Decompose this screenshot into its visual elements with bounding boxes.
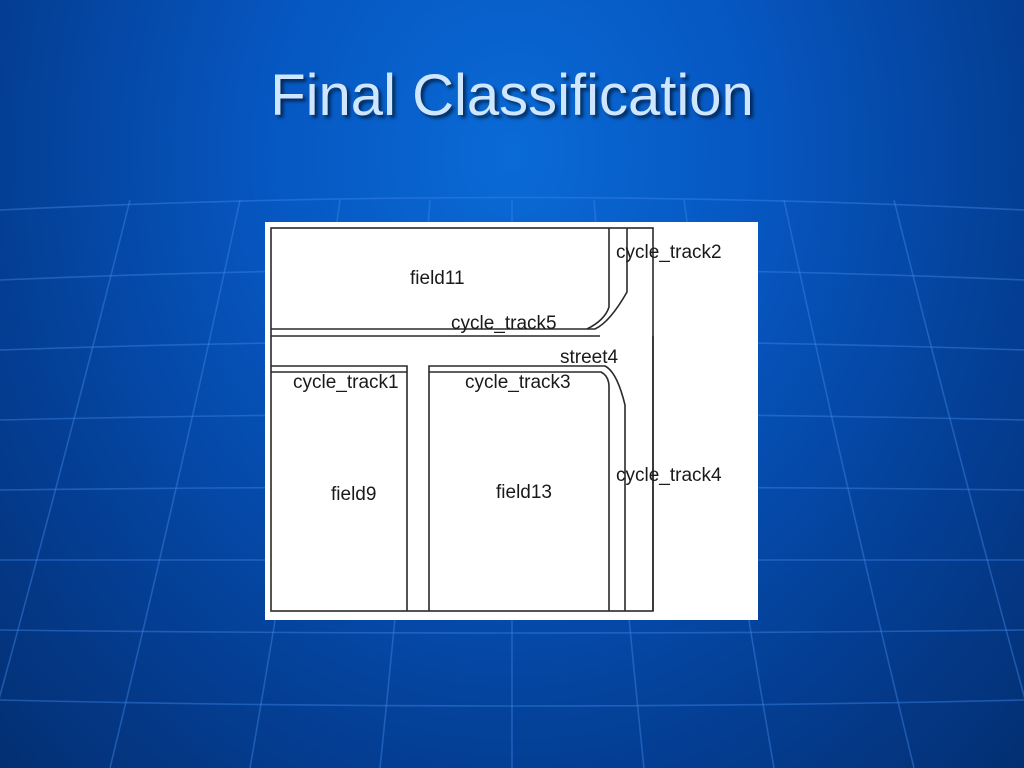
label-field13: field13 [496,482,552,503]
field13-boundary [428,365,626,611]
label-cycle-track4: cycle_track4 [616,465,722,486]
cycle-track5-edge-top [271,228,628,330]
label-field9: field9 [331,484,376,505]
field9-boundary [271,365,408,611]
slide-title: Final Classification [270,63,754,128]
label-cycle-track2: cycle_track2 [616,242,722,263]
label-cycle-track3: cycle_track3 [465,372,571,393]
label-cycle-track5: cycle_track5 [451,313,557,334]
classification-map: field11 cycle_track2 cycle_track5 street… [270,227,722,612]
label-cycle-track1: cycle_track1 [293,372,399,393]
label-street4: street4 [560,347,619,368]
cycle-track3-edge [429,371,610,611]
classification-map-figure: field11 cycle_track2 cycle_track5 street… [265,222,758,620]
label-field11: field11 [410,268,465,289]
cycle-track2-edge [586,228,610,330]
